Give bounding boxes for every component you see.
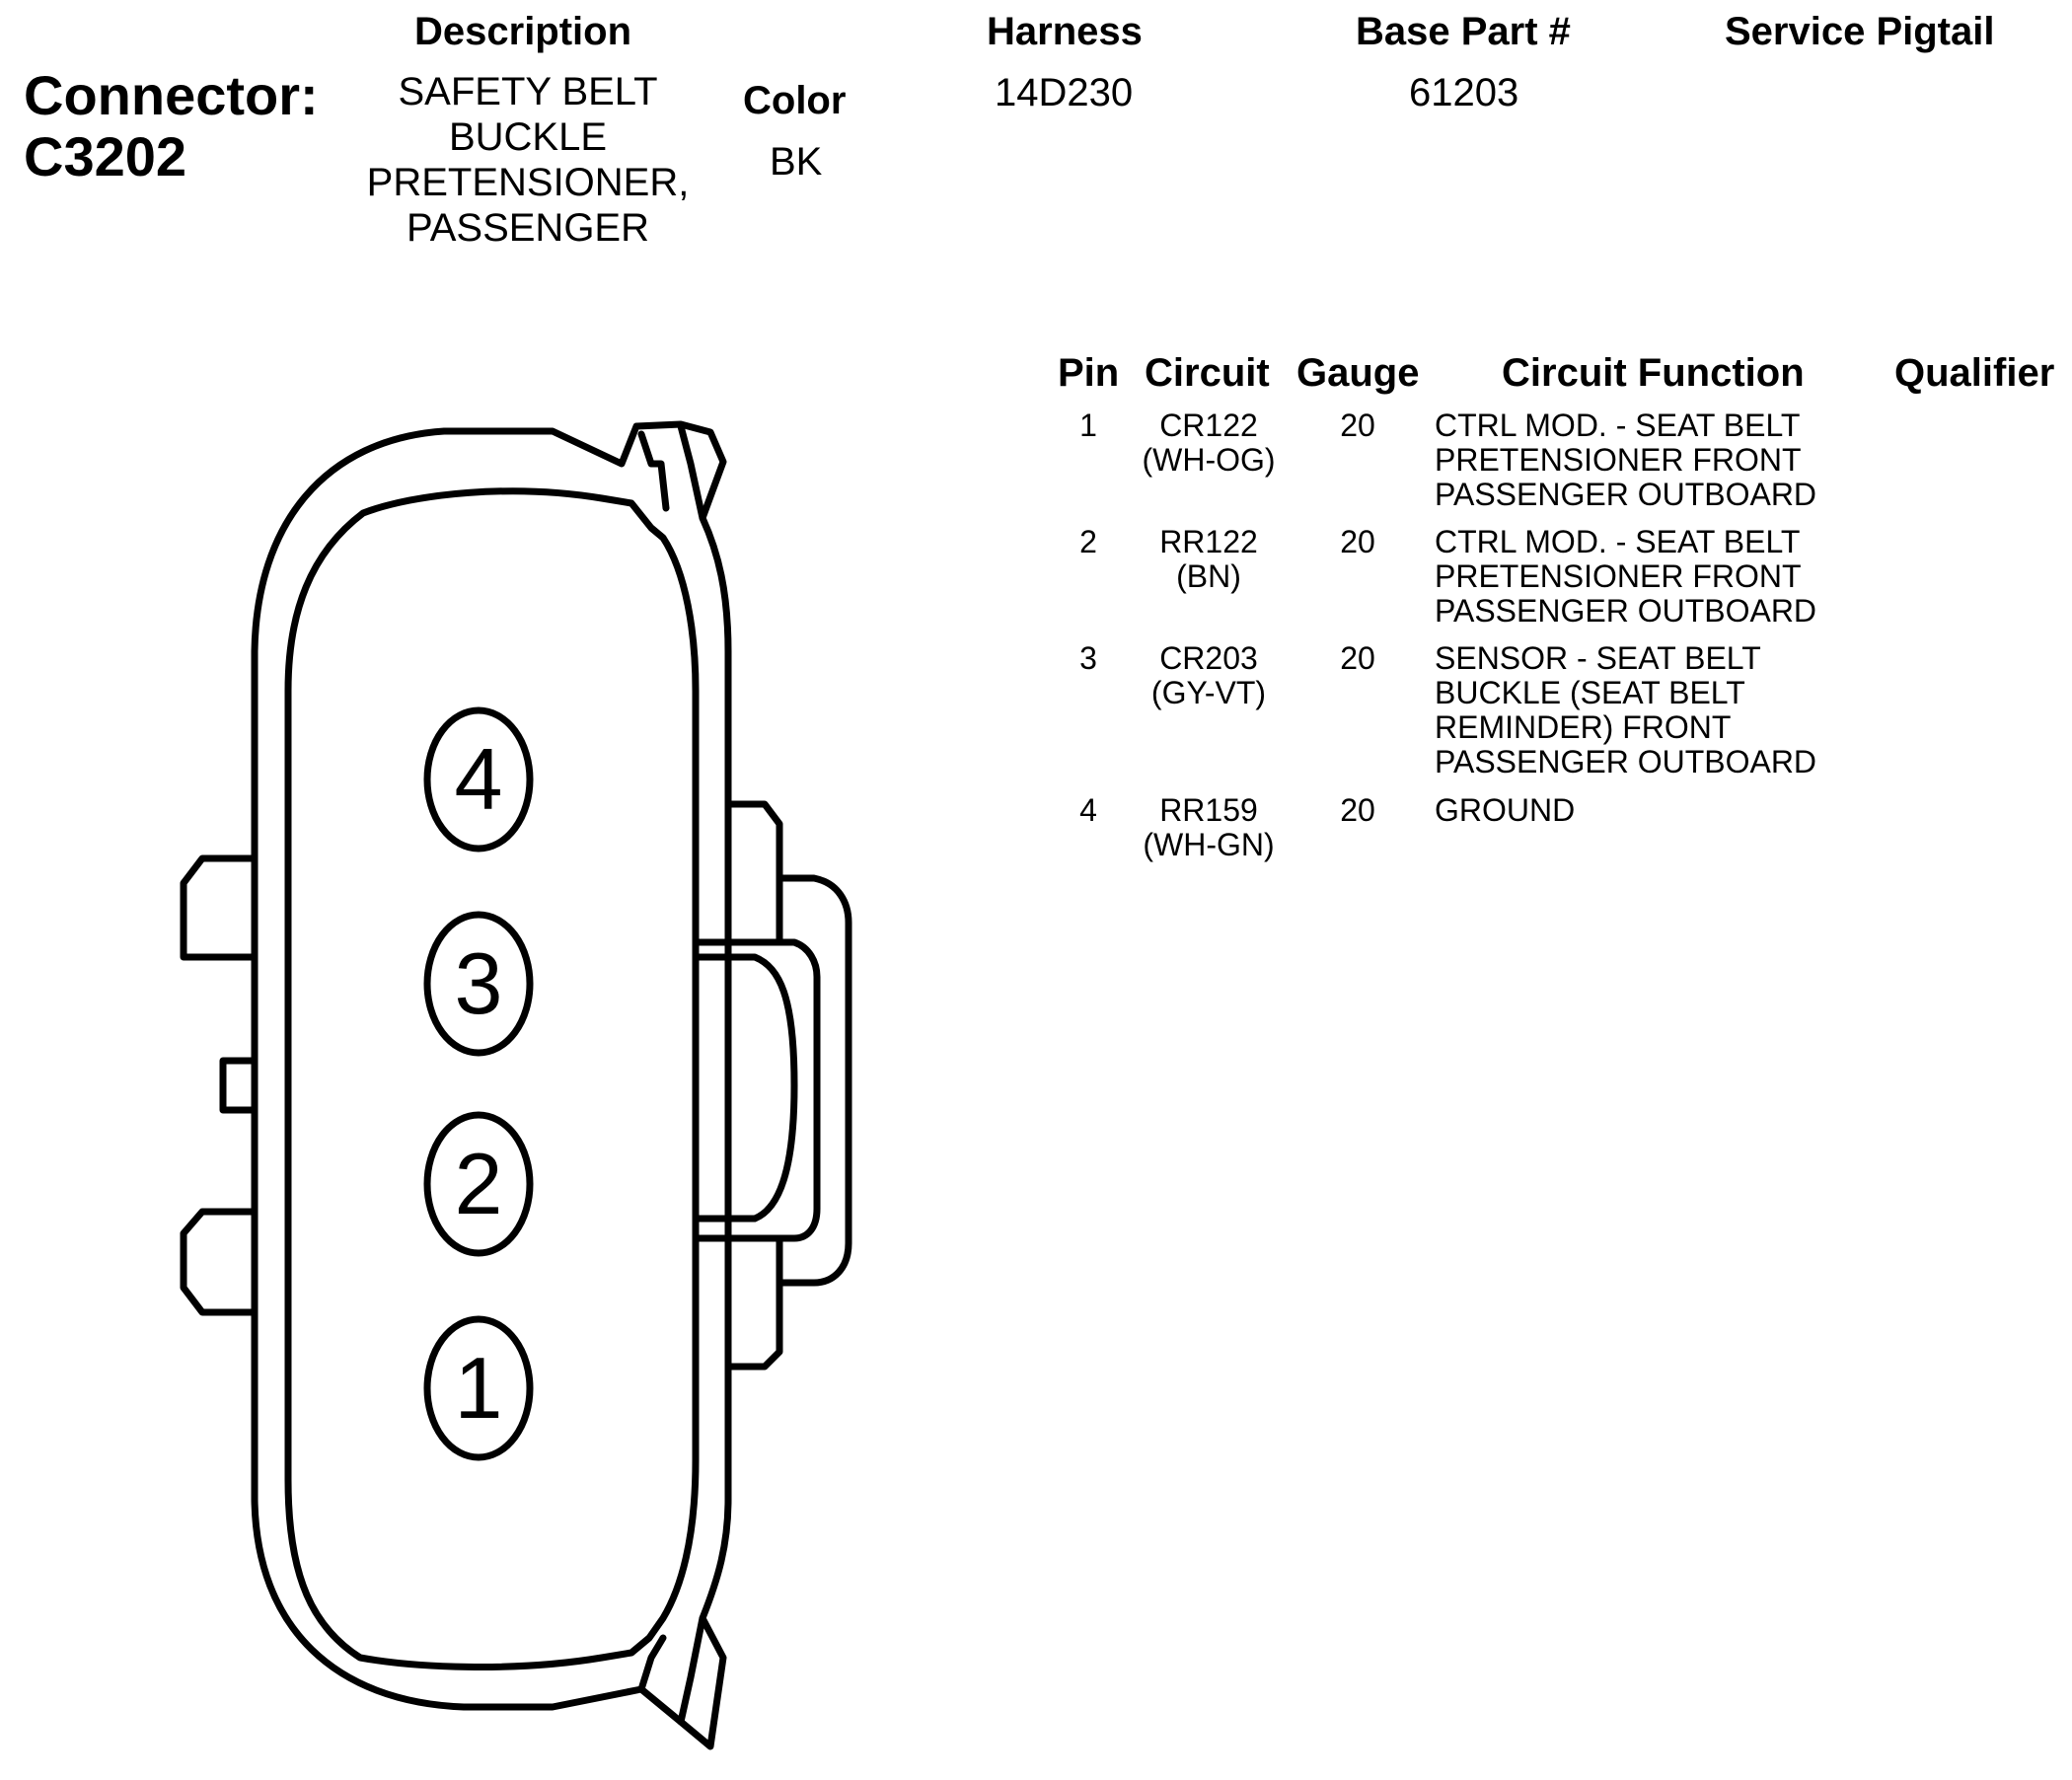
function-line: GROUND: [1435, 792, 1576, 828]
function-line: CTRL MOD. - SEAT BELT: [1435, 408, 1801, 443]
pin-number: 2: [1079, 524, 1097, 559]
base-part-header: Base Part #: [1356, 10, 1571, 53]
color-header: Color: [743, 79, 847, 122]
function-line: PASSENGER OUTBOARD: [1435, 593, 1817, 629]
pin-label: 3: [455, 934, 503, 1032]
right-lock-frame: [724, 800, 852, 1371]
circuit-id: RR122: [1159, 524, 1258, 559]
gauge-value: 20: [1340, 640, 1375, 676]
function-line: REMINDER) FRONT: [1435, 709, 1732, 745]
function-line: PASSENGER OUTBOARD: [1435, 477, 1817, 512]
pin-cavity-circle: [423, 1111, 534, 1257]
wire-color: (WH-OG): [1142, 442, 1276, 478]
column-header-qualifier: Qualifier: [1894, 351, 2055, 395]
left-tab-upper: [180, 854, 259, 961]
wire-color: (GY-VT): [1150, 675, 1267, 710]
description-line: PASSENGER: [407, 206, 649, 250]
circuit-cell: RR159 (WH-GN): [1115, 793, 1302, 862]
function-line: PRETENSIONER FRONT: [1435, 442, 1802, 478]
connector-title: Connector: C3202: [24, 65, 319, 187]
pin-cavity-2: 2: [423, 1111, 534, 1257]
connector-label: Connector:: [24, 64, 319, 126]
top-latch: [637, 422, 706, 522]
harness-value: 14D230: [995, 71, 1134, 114]
pin-cavity-3: 3: [423, 911, 534, 1057]
left-tab-lower: [180, 1208, 259, 1316]
circuit-cell: RR122 (BN): [1115, 525, 1302, 594]
left-tab-middle: [219, 1057, 259, 1114]
bottom-latch: [637, 1614, 706, 1726]
right-lock-inner: [692, 953, 798, 1223]
circuit-cell: CR203 (GY-VT): [1115, 641, 1302, 710]
connector-id: C3202: [24, 125, 187, 187]
column-header-circuit: Circuit: [1145, 351, 1270, 395]
description-header: Description: [414, 10, 632, 53]
pin-number: 3: [1079, 640, 1097, 676]
pin-cavity-circle: [423, 1315, 534, 1461]
circuit-cell: CR122 (WH-OG): [1115, 408, 1302, 478]
pin-cavity-4: 4: [423, 706, 534, 853]
pin-cavity-circle: [423, 706, 534, 853]
connector-housing-outline: [251, 420, 732, 1750]
connector-inner-outline: [284, 487, 700, 1670]
circuit-function: GROUND: [1435, 793, 1849, 828]
circuit-id: CR122: [1159, 408, 1258, 443]
function-line: PRETENSIONER FRONT: [1435, 558, 1802, 594]
function-line: PASSENGER OUTBOARD: [1435, 744, 1817, 779]
gauge-value: 20: [1340, 792, 1375, 828]
pin-label: 1: [455, 1339, 503, 1437]
wire-color: (BN): [1176, 558, 1241, 594]
base-part-value: 61203: [1409, 71, 1519, 114]
description-value: SAFETY BELT BUCKLE PRETENSIONER, PASSENG…: [326, 69, 730, 251]
color-value: BK: [770, 140, 823, 184]
circuit-function: CTRL MOD. - SEAT BELT PRETENSIONER FRONT…: [1435, 408, 1849, 512]
pin-cavity-circle: [423, 911, 534, 1057]
gauge-value: 20: [1340, 408, 1375, 443]
description-line: PRETENSIONER,: [366, 161, 690, 204]
pin-label: 4: [455, 730, 503, 828]
function-line: CTRL MOD. - SEAT BELT: [1435, 524, 1801, 559]
column-header-gauge: Gauge: [1296, 351, 1420, 395]
circuit-function: SENSOR - SEAT BELT BUCKLE (SEAT BELT REM…: [1435, 641, 1849, 779]
pin-cavity-1: 1: [423, 1315, 534, 1461]
harness-header: Harness: [987, 10, 1143, 53]
column-header-pin: Pin: [1058, 351, 1120, 395]
pin-label: 2: [455, 1135, 503, 1232]
circuit-id: RR159: [1159, 792, 1258, 828]
pin-number: 4: [1079, 792, 1097, 828]
pin-number: 1: [1079, 408, 1097, 443]
circuit-id: CR203: [1159, 640, 1258, 676]
gauge-value: 20: [1340, 524, 1375, 559]
function-line: SENSOR - SEAT BELT: [1435, 640, 1761, 676]
description-line: SAFETY BELT: [398, 70, 658, 113]
right-lock-slot: [692, 938, 821, 1242]
function-line: BUCKLE (SEAT BELT: [1435, 675, 1745, 710]
description-line: BUCKLE: [448, 115, 608, 159]
circuit-function: CTRL MOD. - SEAT BELT PRETENSIONER FRONT…: [1435, 525, 1849, 629]
service-pigtail-header: Service Pigtail: [1725, 10, 1995, 53]
wire-color: (WH-GN): [1143, 827, 1275, 862]
column-header-circuit-function: Circuit Function: [1502, 351, 1805, 395]
